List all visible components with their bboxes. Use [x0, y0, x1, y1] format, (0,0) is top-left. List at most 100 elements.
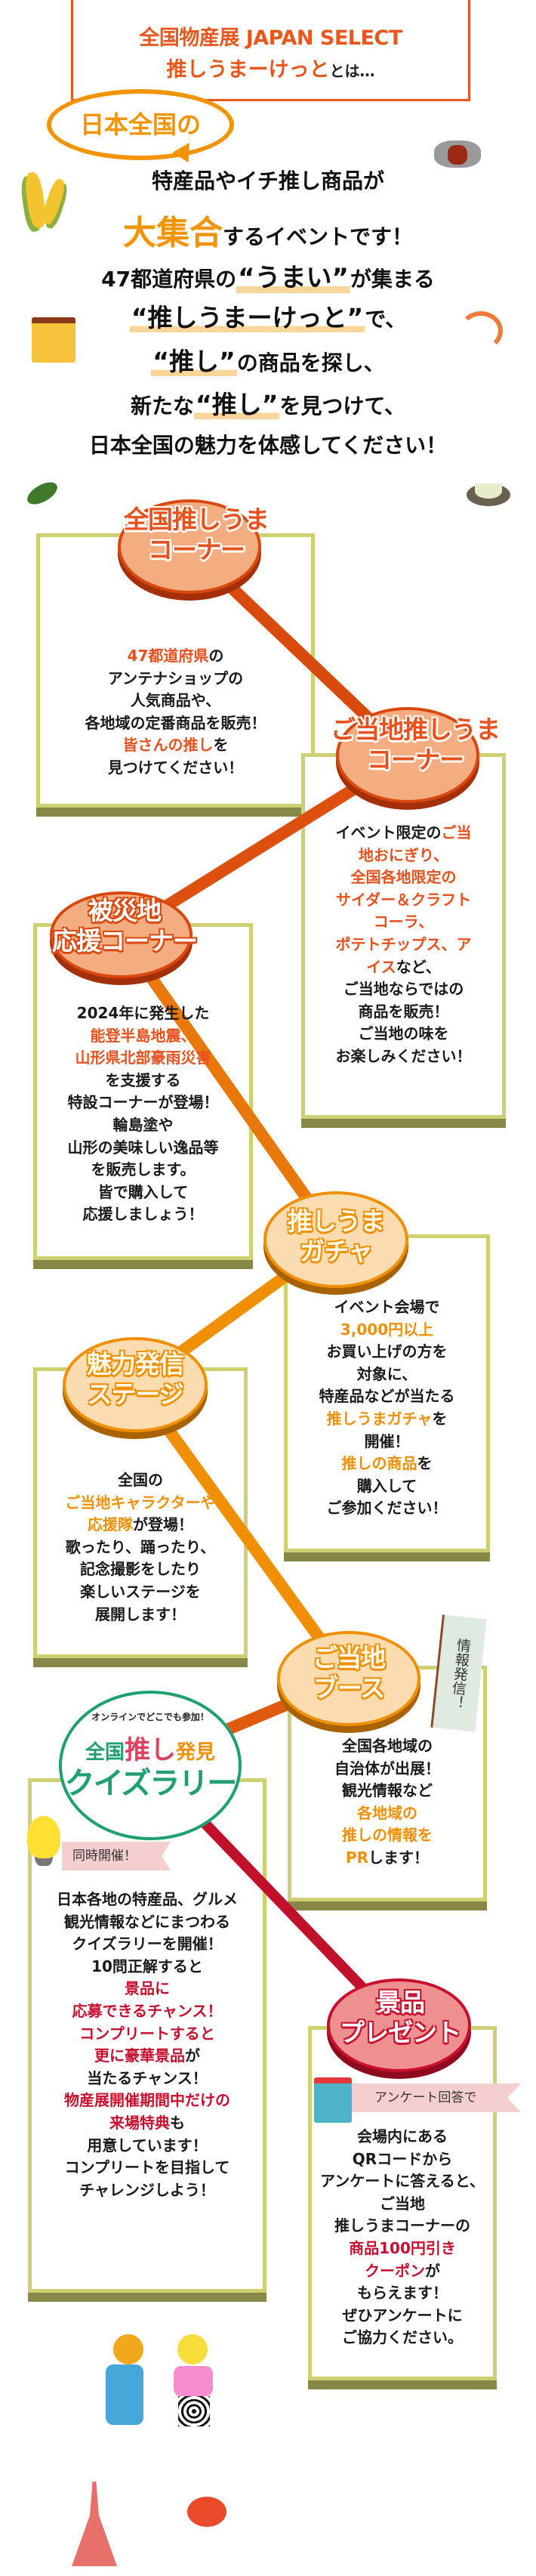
- quiz-rally-logo: オンラインでどこでも参加！ 全国推し発見 クイズラリー: [59, 1691, 242, 1840]
- title-line: ブース: [313, 1673, 385, 1703]
- tokyo-tower-icon: [72, 2482, 117, 2566]
- description-line: 応援隊が登場！: [33, 1514, 248, 1537]
- intro-line-3: 47都道府県の“うまい”が集まる: [0, 257, 536, 294]
- grilled-eel-icon: [434, 141, 481, 168]
- description-line: コンプリートを目指して: [28, 2157, 266, 2179]
- body-text: 楽しいステージを: [80, 1582, 201, 1601]
- body-text: が: [185, 2046, 200, 2065]
- highlight-text: サイダー＆クラフト: [335, 890, 472, 909]
- description-line: 推しの商品を: [284, 1453, 490, 1475]
- description-line: ご当地: [308, 2193, 497, 2216]
- description-line: 景品に: [28, 1978, 266, 2000]
- description-line: ポテトチップス、ア: [301, 934, 506, 956]
- description-line: 各地域の定番商品を販売！: [36, 712, 315, 735]
- body-text: 会場内にある: [357, 2127, 448, 2145]
- description-line: 皆で購入して: [33, 1181, 253, 1204]
- intro-line-6: 新たな“推し”を見つけて、: [0, 385, 536, 421]
- title-line: 推しうま: [288, 1206, 385, 1236]
- crab-icon: [187, 2497, 226, 2527]
- intro-text: で、: [365, 307, 407, 332]
- title-line: コーナー: [367, 745, 464, 774]
- body-text: を支援する: [105, 1070, 181, 1089]
- description-line: 推しうまガチャを: [284, 1408, 490, 1431]
- body-text: 10問正解すると: [91, 1957, 203, 1975]
- miryoku-hasshin-stage-title: 魅力発信ステージ: [63, 1349, 208, 1410]
- highlight-text: PR: [345, 1848, 369, 1867]
- body-text: 人気商品や、: [130, 691, 221, 710]
- bitter-melon-icon: [23, 477, 61, 509]
- hisaichi-ouen-corner-title: 被災地応援コーナー: [23, 896, 226, 956]
- body-text: 応援しましょう！: [82, 1205, 204, 1224]
- body-text: ぜひアンケートに: [342, 2306, 463, 2324]
- description-line: 人気商品や、: [36, 690, 315, 712]
- gotochi-booth-title: ご当地ブース: [277, 1643, 420, 1703]
- title-line: 全国推しうま: [124, 505, 270, 534]
- description-line: 見つけてください！: [36, 757, 315, 780]
- body-text: など、: [396, 957, 441, 976]
- highlight-text: 推しの商品: [341, 1454, 417, 1473]
- description-line: ぜひアンケートに: [308, 2305, 497, 2327]
- body-text: ご参加ください！: [326, 1499, 448, 1518]
- intro-line-5: “推し”の商品を探し、: [0, 341, 536, 378]
- body-text: が登場！: [133, 1515, 193, 1534]
- description-line: 山形県北部豪雨災害: [33, 1047, 253, 1070]
- body-text: ご当地ならではの: [343, 980, 464, 999]
- body-text: 対象に、: [356, 1364, 417, 1383]
- intro-underline: “推し”: [194, 390, 280, 419]
- description-line: 47都道府県の: [36, 645, 315, 668]
- description-line: PRします！: [288, 1847, 487, 1870]
- intro-highlight-big: 大集合: [122, 214, 223, 252]
- body-text: が: [425, 2261, 440, 2280]
- body-text: 推しうまコーナーの: [334, 2216, 470, 2235]
- description-line: アンケートに答えると、: [308, 2170, 497, 2193]
- description-line: イスなど、: [301, 956, 506, 979]
- description-line: ご当地ならではの: [301, 978, 506, 1001]
- description-line: 全国各地域の: [288, 1735, 487, 1758]
- quiz-logo-words: 全国推し発見: [62, 1729, 239, 1766]
- title-line: プレゼント: [340, 2018, 461, 2047]
- description-line: 更に豪華景品が: [28, 2045, 266, 2068]
- description-line: ご当地キャラクターや: [33, 1492, 248, 1515]
- quiz-tagline: オンラインでどこでも参加！: [91, 1712, 209, 1722]
- lightbulb-icon: [27, 1816, 60, 1858]
- speech-bubble: 日本全国の: [47, 89, 234, 160]
- body-text: 2024年に発生した: [76, 1004, 210, 1022]
- highlight-text: 商品100円引き: [349, 2238, 456, 2257]
- body-text: 購入して: [356, 1476, 417, 1495]
- highlight-text: コンプリートすると: [79, 2024, 215, 2043]
- highlight-text: 更に豪華景品: [94, 2046, 185, 2065]
- body-text: ご協力ください。: [342, 2328, 463, 2347]
- body-text: 皆で購入して: [97, 1182, 189, 1201]
- intro-line-2: 大集合するイベントです！: [0, 205, 536, 254]
- description-line: 来場特典も: [28, 2112, 266, 2135]
- body-text: もらえます！: [357, 2284, 448, 2303]
- description-line: クイズラリーを開催！: [28, 1933, 266, 1956]
- shopping-women-illustration: [106, 2334, 242, 2429]
- intro-underline: “推しうまーけっと”: [129, 303, 365, 332]
- description-line: ご参加ください！: [284, 1497, 490, 1520]
- body-text: 全国の: [118, 1471, 163, 1489]
- description-line: 日本各地の特産品、グルメ: [28, 1889, 266, 1911]
- description-line: 推しうまコーナーの: [308, 2215, 497, 2238]
- description-line: 当たるチャンス！: [28, 2068, 266, 2090]
- description-line: イベント会場で: [284, 1296, 490, 1319]
- body-text: 観光情報など: [342, 1781, 433, 1800]
- event-subtitle: 推しうまーけっととは…: [73, 53, 468, 82]
- title-line: ガチャ: [300, 1237, 373, 1266]
- description-line: 観光情報などにまつわる: [28, 1911, 266, 1934]
- body-text: アンケートに答えると、: [320, 2172, 485, 2191]
- body-text: イベント会場で: [334, 1298, 440, 1316]
- highlight-text: 3,000円以上: [340, 1320, 434, 1339]
- description-line: 用意しています！: [28, 2135, 266, 2157]
- description-line: お買い上げの方を: [284, 1341, 490, 1364]
- description-line: 展開します！: [33, 1604, 248, 1626]
- body-text: を販売します。: [91, 1160, 196, 1179]
- body-text: 用意しています！: [87, 2136, 208, 2154]
- description-line: 山形の美味しい逸品等: [33, 1137, 253, 1160]
- description-line: チャレンジしよう！: [28, 2179, 266, 2202]
- quiz-word: 発見: [176, 1741, 216, 1764]
- intro-underline: “うまい”: [236, 263, 350, 293]
- highlight-text: 各地域の: [357, 1803, 417, 1822]
- description-line: イベント限定のご当: [301, 822, 506, 845]
- description-line: 自治体が出展！: [288, 1758, 487, 1781]
